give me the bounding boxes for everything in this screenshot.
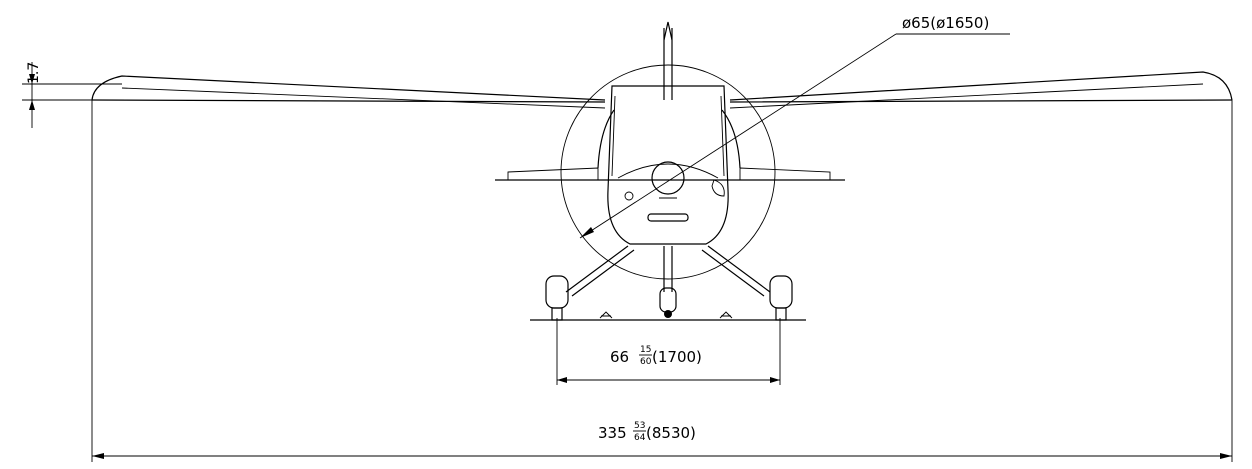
gear-track-dimension: 66 15 60 (1700) <box>557 345 780 383</box>
extension-lines <box>91 100 1233 462</box>
fuselage <box>597 85 741 245</box>
wingspan-metric: (8530) <box>646 424 696 442</box>
spinner <box>651 161 685 195</box>
gear-track-denominator: 60 <box>640 357 652 367</box>
gear-track-whole: 66 <box>610 348 629 366</box>
wingspan-whole: 335 <box>598 424 627 442</box>
gear-track-metric: (1700) <box>652 348 702 366</box>
wingspan-dimension: 335 53 64 (8530) <box>92 421 1232 459</box>
propeller-disc <box>560 64 776 280</box>
dihedral-label: 1.7 <box>26 62 42 84</box>
wingspan-denominator: 64 <box>634 433 646 443</box>
wing <box>91 71 1233 109</box>
wingspan-numerator: 53 <box>634 421 645 431</box>
dihedral-dimension: 1.7 <box>22 62 122 128</box>
gear-track-numerator: 15 <box>640 345 651 355</box>
vertical-tail <box>663 21 673 100</box>
horizontal-stabilizer <box>495 167 845 181</box>
landing-gear <box>530 245 806 321</box>
prop-diameter-label: ø65(ø1650) <box>902 14 989 32</box>
prop-diameter-dimension: ø65(ø1650) <box>579 14 1010 239</box>
